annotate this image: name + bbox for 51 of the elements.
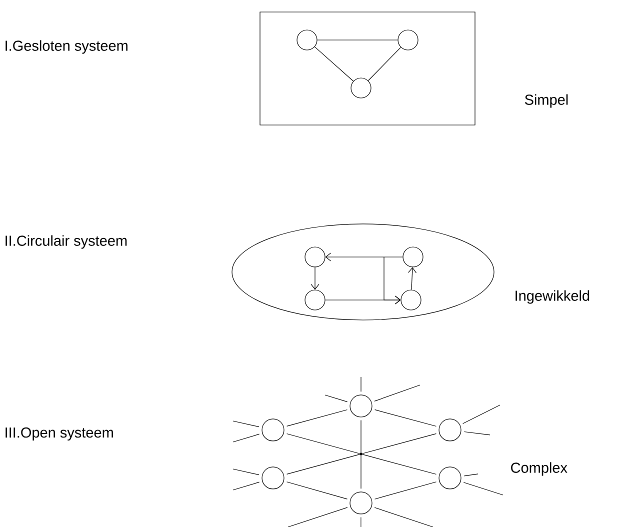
connector-line bbox=[362, 454, 436, 475]
system-box bbox=[260, 12, 476, 126]
connector-line bbox=[360, 454, 362, 489]
connector-line bbox=[286, 409, 348, 427]
system-label: III.Open systeem bbox=[6, 427, 113, 441]
circle-node bbox=[296, 30, 318, 50]
circle-node bbox=[398, 30, 418, 50]
arrow bbox=[325, 252, 403, 262]
circle-node bbox=[402, 246, 424, 268]
circle-node bbox=[304, 290, 326, 310]
connector-line bbox=[360, 376, 362, 392]
circle-node bbox=[304, 246, 326, 268]
circle-node bbox=[400, 290, 422, 310]
connector-line bbox=[286, 482, 348, 500]
connector-line bbox=[360, 516, 362, 527]
circle-node bbox=[438, 466, 462, 490]
circle-node bbox=[262, 418, 284, 442]
circle-node bbox=[350, 78, 372, 98]
connector-line bbox=[232, 482, 260, 490]
connector-line bbox=[464, 474, 478, 476]
system-ellipse bbox=[232, 224, 494, 320]
connector-line bbox=[464, 431, 490, 436]
system-label: II.Circulair systeem bbox=[6, 235, 127, 249]
connector-line bbox=[286, 454, 360, 475]
circle-node bbox=[350, 492, 372, 514]
connector-line bbox=[374, 409, 436, 427]
arrow bbox=[310, 267, 320, 290]
connector-line bbox=[314, 46, 354, 82]
system-label: Simpel bbox=[524, 94, 568, 108]
connector-line bbox=[374, 507, 434, 527]
circle-node bbox=[438, 418, 462, 442]
circle-node bbox=[350, 394, 372, 418]
connector-line bbox=[286, 433, 360, 454]
arrow bbox=[384, 256, 401, 304]
arrow bbox=[408, 267, 417, 290]
connector-line bbox=[374, 384, 420, 402]
circle-node bbox=[262, 466, 284, 490]
connector-line bbox=[368, 47, 402, 81]
system-label: Complex bbox=[511, 462, 568, 476]
connector-line bbox=[232, 468, 260, 476]
connector-line bbox=[362, 433, 436, 454]
connector-line bbox=[232, 434, 260, 442]
connector-line bbox=[462, 404, 500, 424]
connector-line bbox=[360, 420, 362, 453]
connector-line bbox=[324, 394, 348, 402]
connector-line bbox=[232, 420, 260, 428]
connector-line bbox=[288, 507, 348, 527]
system-label: I.Gesloten systeem bbox=[6, 40, 128, 54]
connector-line bbox=[463, 482, 504, 496]
connector-line bbox=[374, 482, 437, 500]
system-label: Ingewikkeld bbox=[516, 290, 590, 304]
